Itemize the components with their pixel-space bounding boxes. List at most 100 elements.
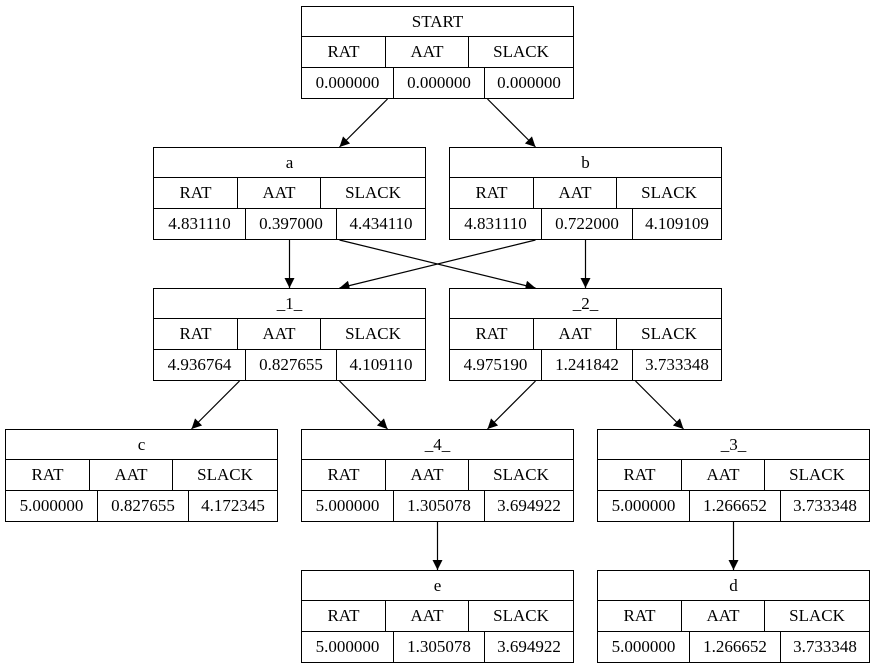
header-aat: AAT (681, 460, 764, 490)
node-title: c (6, 430, 277, 460)
edge-start-to-a (339, 98, 388, 148)
edge-2-to-4 (487, 380, 536, 430)
node-title: d (598, 571, 869, 601)
header-aat: AAT (385, 460, 468, 490)
value-aat: 1.241842 (541, 350, 632, 381)
node-title: _1_ (154, 289, 425, 319)
value-slack: 3.733348 (780, 632, 869, 663)
header-rat: RAT (179, 324, 212, 343)
header-slack: SLACK (320, 178, 425, 208)
value-slack: 4.109110 (336, 350, 425, 381)
node-title: _3_ (598, 430, 869, 460)
value-slack: 4.434110 (336, 209, 425, 240)
header-aat: AAT (681, 601, 764, 631)
header-aat: AAT (533, 319, 616, 349)
header-slack: SLACK (172, 460, 277, 490)
value-aat: 1.266652 (689, 491, 780, 522)
value-aat: 0.722000 (541, 209, 632, 240)
header-slack: SLACK (616, 319, 721, 349)
value-rat: 4.975190 (463, 355, 528, 374)
header-aat: AAT (385, 601, 468, 631)
value-rat: 5.000000 (611, 496, 676, 515)
header-aat: AAT (237, 178, 320, 208)
node-title: b (450, 148, 721, 178)
value-aat: 1.266652 (689, 632, 780, 663)
header-rat: RAT (475, 324, 508, 343)
header-slack: SLACK (468, 601, 573, 631)
header-slack: SLACK (764, 460, 869, 490)
header-slack: SLACK (616, 178, 721, 208)
value-slack: 3.694922 (484, 632, 573, 663)
header-slack: SLACK (320, 319, 425, 349)
header-aat: AAT (237, 319, 320, 349)
header-rat: RAT (31, 465, 64, 484)
value-aat: 0.827655 (245, 350, 336, 381)
node-title: START (302, 7, 573, 37)
header-aat: AAT (385, 37, 468, 67)
header-aat: AAT (533, 178, 616, 208)
value-rat: 0.000000 (315, 73, 380, 92)
node-title: e (302, 571, 573, 601)
value-rat: 5.000000 (315, 496, 380, 515)
edge-1-to-c (191, 380, 240, 430)
node-title: _4_ (302, 430, 573, 460)
header-aat: AAT (89, 460, 172, 490)
value-aat: 0.827655 (97, 491, 188, 522)
value-slack: 0.000000 (484, 68, 573, 99)
value-slack: 4.109109 (632, 209, 721, 240)
value-rat: 5.000000 (19, 496, 84, 515)
header-rat: RAT (623, 465, 656, 484)
header-rat: RAT (327, 606, 360, 625)
value-rat: 5.000000 (315, 637, 380, 656)
value-rat: 5.000000 (611, 637, 676, 656)
value-aat: 0.000000 (393, 68, 484, 99)
value-rat: 4.831110 (464, 214, 527, 233)
value-aat: 1.305078 (393, 632, 484, 663)
edge-1-to-4 (339, 380, 388, 430)
header-rat: RAT (327, 465, 360, 484)
value-slack: 3.733348 (632, 350, 721, 381)
edge-b-to-1 (339, 239, 536, 291)
node-title: a (154, 148, 425, 178)
edge-2-to-3 (635, 380, 684, 430)
header-rat: RAT (475, 183, 508, 202)
header-rat: RAT (327, 42, 360, 61)
value-slack: 3.694922 (484, 491, 573, 522)
node-title: _2_ (450, 289, 721, 319)
value-rat: 4.936764 (167, 355, 232, 374)
edge-start-to-b (487, 98, 536, 148)
value-rat: 4.831110 (168, 214, 231, 233)
header-rat: RAT (623, 606, 656, 625)
value-slack: 3.733348 (780, 491, 869, 522)
header-rat: RAT (179, 183, 212, 202)
header-slack: SLACK (468, 460, 573, 490)
